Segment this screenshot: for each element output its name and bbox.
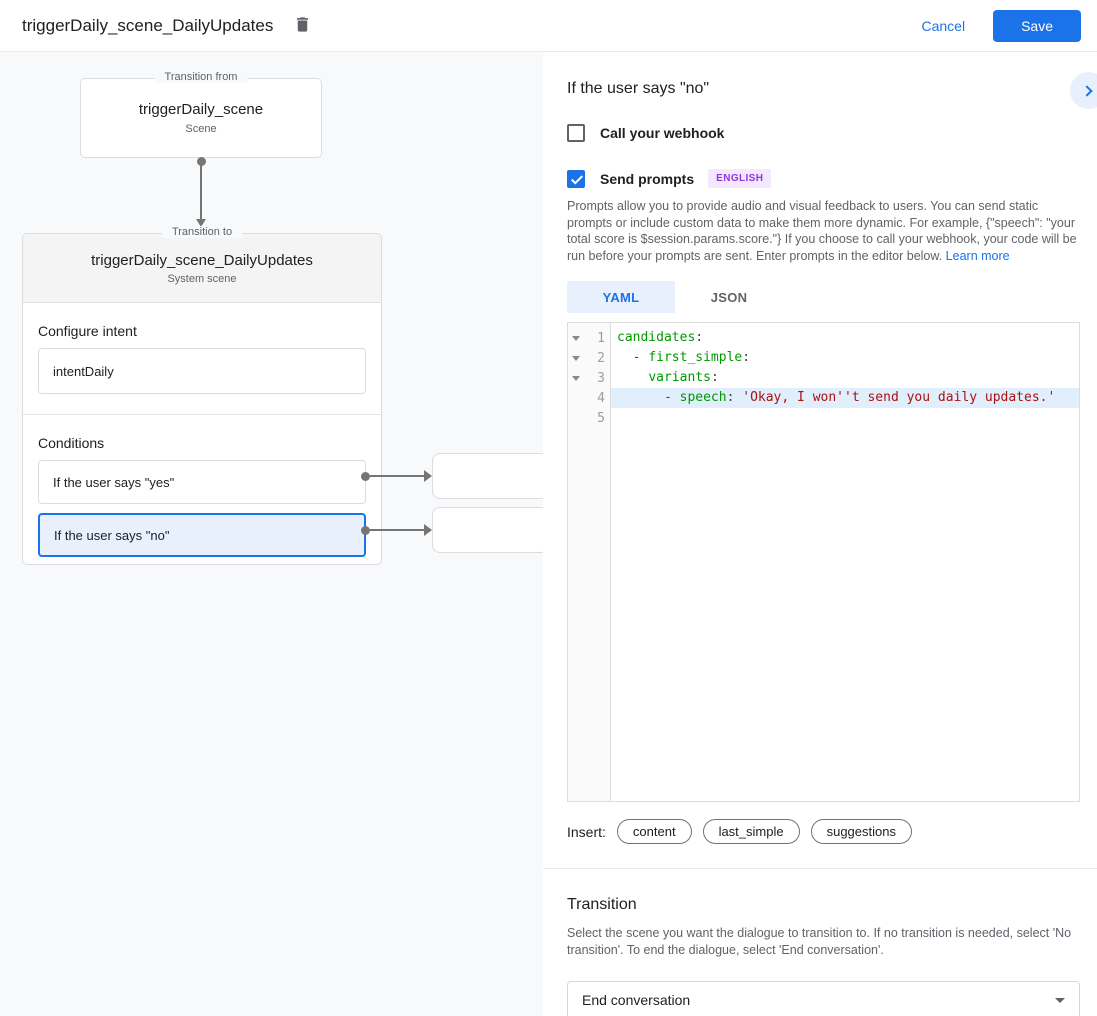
gutter-line[interactable]: 2	[568, 348, 610, 368]
linked-scene-box[interactable]	[432, 453, 543, 499]
transition-description: Select the scene you want the dialogue t…	[567, 926, 1072, 957]
page-title: triggerDaily_scene_DailyUpdates	[22, 15, 274, 35]
learn-more-link[interactable]: Learn more	[945, 248, 1010, 263]
transition-select-value: End conversation	[582, 992, 691, 1008]
linked-scene-box[interactable]	[432, 507, 543, 553]
save-button[interactable]: Save	[993, 9, 1081, 42]
connector-dot	[197, 157, 206, 166]
to-scene-type: System scene	[167, 273, 237, 285]
gutter-line[interactable]: 5	[568, 408, 610, 428]
editor-gutter: 1 2 3 4 5	[568, 323, 611, 801]
line-number: 1	[597, 330, 605, 346]
transition-heading: Transition	[567, 896, 637, 913]
send-prompts-checkbox[interactable]	[567, 169, 585, 188]
code-line[interactable]: - first_simple:	[617, 350, 751, 365]
intent-name: intentDaily	[53, 363, 114, 379]
transition-to-card: Transition to triggerDaily_scene_DailyUp…	[22, 226, 382, 565]
conditions-label: Conditions	[38, 435, 105, 451]
yaml-code-editor[interactable]: 1 2 3 4 5 candidates: - first_simple: varian…	[567, 322, 1080, 802]
trash-icon	[293, 15, 312, 37]
gutter-line[interactable]: 3	[568, 368, 610, 388]
fold-arrow-icon[interactable]	[572, 375, 580, 381]
collapse-panel-button[interactable]	[1070, 72, 1097, 109]
transition-from-legend: Transition from	[154, 71, 248, 83]
connector-dot	[361, 526, 370, 535]
to-scene-name: triggerDaily_scene_DailyUpdates	[91, 252, 313, 269]
connector-line	[200, 164, 202, 219]
insert-content-chip[interactable]: content	[616, 819, 692, 844]
insert-suggestions-chip[interactable]: suggestions	[810, 819, 912, 844]
configure-intent-label: Configure intent	[38, 323, 137, 339]
prompts-description: Prompts allow you to provide audio and v…	[567, 198, 1080, 264]
condition-item-no[interactable]: If the user says "no"	[38, 513, 366, 557]
scene-diagram-canvas: Transition from triggerDaily_scene Scene…	[0, 52, 543, 1016]
code-line[interactable]: variants:	[648, 370, 719, 385]
section-divider	[543, 868, 1097, 869]
delete-scene-button[interactable]	[289, 11, 316, 41]
insert-label: Insert:	[567, 823, 606, 840]
gutter-line[interactable]: 1	[568, 328, 610, 348]
call-webhook-checkbox[interactable]	[567, 124, 585, 142]
condition-label: If the user says "yes"	[53, 474, 175, 490]
format-tabs: YAML JSON	[567, 281, 1080, 313]
send-prompts-label: Send prompts	[600, 170, 695, 187]
line-number: 5	[597, 410, 605, 426]
connector-line	[370, 529, 424, 531]
code-line[interactable]: candidates:	[617, 330, 704, 345]
condition-label: If the user says "no"	[54, 527, 170, 543]
cancel-button[interactable]: Cancel	[905, 10, 981, 42]
to-scene-header: triggerDaily_scene_DailyUpdates System s…	[23, 234, 381, 303]
connector-line	[370, 475, 424, 477]
condition-editor-panel: If the user says "no" Call your webhook …	[543, 52, 1097, 1016]
transition-to-legend: Transition to	[161, 226, 243, 238]
tab-json[interactable]: JSON	[710, 289, 748, 305]
chevron-right-icon	[1081, 84, 1093, 97]
condition-item-yes[interactable]: If the user says "yes"	[38, 460, 366, 504]
arrow-right-icon	[424, 470, 432, 482]
arrow-down-icon	[196, 219, 206, 227]
intent-item[interactable]: intentDaily	[38, 348, 366, 394]
card-divider	[23, 414, 381, 415]
call-webhook-label: Call your webhook	[600, 125, 725, 141]
tab-yaml[interactable]: YAML	[567, 281, 675, 313]
line-number: 3	[597, 370, 605, 386]
line-number: 4	[597, 390, 605, 406]
fold-arrow-icon[interactable]	[572, 355, 580, 361]
top-bar: triggerDaily_scene_DailyUpdates Cancel S…	[0, 0, 1097, 52]
from-scene-name: triggerDaily_scene	[138, 101, 264, 118]
gutter-line[interactable]: 4	[568, 388, 610, 408]
fold-arrow-icon[interactable]	[572, 335, 580, 341]
prompts-description-text: Prompts allow you to provide audio and v…	[567, 199, 1077, 263]
transition-from-box[interactable]: Transition from triggerDaily_scene Scene	[80, 71, 322, 158]
chevron-down-icon	[1055, 997, 1065, 1003]
from-scene-type: Scene	[185, 123, 217, 135]
condition-editor-title: If the user says "no"	[567, 80, 710, 97]
editor-code-area[interactable]: candidates: - first_simple: variants: - …	[611, 323, 1079, 801]
line-number: 2	[597, 350, 605, 366]
arrow-right-icon	[424, 524, 432, 536]
code-line[interactable]	[611, 408, 1079, 428]
language-badge: ENGLISH	[708, 169, 772, 188]
transition-select[interactable]: End conversation	[567, 981, 1080, 1016]
insert-last-simple-chip[interactable]: last_simple	[702, 819, 800, 844]
code-line[interactable]: - speech: 'Okay, I won''t send you daily…	[611, 388, 1079, 408]
connector-dot	[361, 472, 370, 481]
